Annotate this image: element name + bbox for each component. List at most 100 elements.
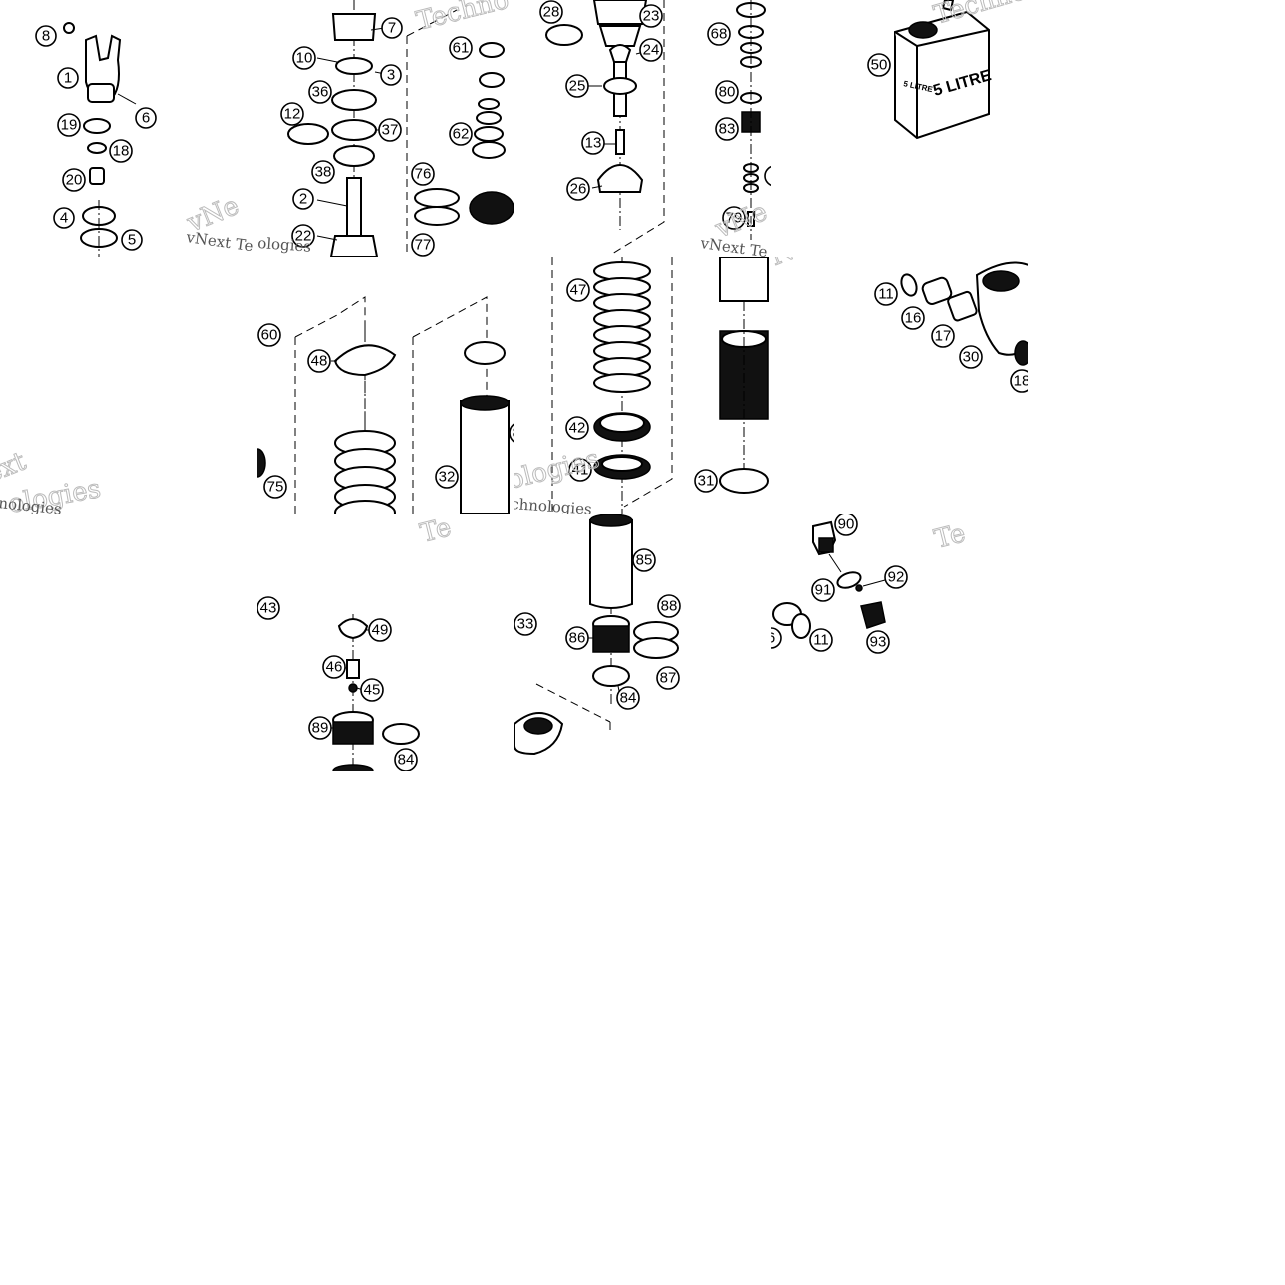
svg-text:Te: Te [417,514,454,549]
svg-text:36: 36 [312,84,329,101]
svg-text:85: 85 [636,552,653,569]
callout-8: 8 [35,25,57,47]
callout-19: 19 [57,113,81,137]
callout-11-lower: 11 [809,628,833,652]
tile-middle-right: 11 16 17 30 18 vNe hnologies [771,257,1028,514]
callout-85: 85 [632,548,656,572]
svg-text:6: 6 [142,110,150,127]
svg-text:31: 31 [698,473,715,490]
svg-text:23: 23 [643,8,660,25]
svg-text:6: 6 [771,630,775,647]
svg-text:68: 68 [711,26,728,43]
svg-text:28: 28 [543,4,560,21]
svg-text:89: 89 [312,720,329,737]
svg-text:ologies: ologies [514,444,602,496]
svg-text:61: 61 [453,40,470,57]
callout-32: 32 [435,465,459,489]
callout-91: 91 [811,578,835,602]
svg-text:11: 11 [813,632,829,649]
tile-middle-center-left: 60 48 75 81 32 [257,257,514,514]
tile-bottom-center-right: 85 88 33 86 87 84 [514,514,771,771]
svg-text:8: 8 [42,28,50,45]
reservoir-tube-drawing: 85 88 33 86 87 84 [514,514,681,756]
svg-text:38: 38 [315,164,332,181]
svg-text:24: 24 [643,42,660,59]
svg-text:84: 84 [398,752,415,769]
callout-87: 87 [656,666,680,690]
svg-text:92: 92 [888,569,905,586]
callout-47: 47 [566,278,590,302]
callout-30: 30 [959,345,983,369]
callout-20: 20 [62,168,86,192]
svg-text:Techno: Techno [413,0,512,37]
callout-93: 93 [866,630,890,654]
svg-text:2: 2 [299,191,307,208]
callout-41: 41 [568,458,592,482]
svg-text:87: 87 [660,670,677,687]
callout-38: 38 [311,160,335,184]
spring-and-body-drawing: 60 48 75 81 32 [257,296,514,514]
callout-89: 89 [308,716,332,740]
svg-text:37: 37 [382,122,399,139]
callout-84: 84 [394,748,418,771]
svg-text:5: 5 [128,232,136,249]
svg-text:81: 81 [513,425,514,442]
callout-4: 4 [53,207,75,229]
svg-text:7: 7 [388,20,396,37]
svg-text:20: 20 [66,172,83,189]
callout-62: 62 [449,122,473,146]
callout-1: 1 [57,67,79,89]
watermark-region: ext ologies nologies [0,446,104,514]
callout-17: 17 [931,324,955,348]
callout-42: 42 [565,416,589,440]
svg-text:chnologies: chnologies [514,495,592,514]
svg-text:vNe: vNe [771,257,813,278]
svg-text:16: 16 [905,310,922,327]
callout-76: 76 [411,162,435,186]
svg-text:50: 50 [871,57,888,74]
svg-text:43: 43 [260,600,277,617]
svg-text:19: 19 [61,117,78,134]
callout-50: 50 [867,53,891,77]
callout-2: 2 [292,188,314,210]
svg-text:83: 83 [719,121,736,138]
svg-text:22: 22 [295,228,312,245]
callout-86: 86 [565,626,589,650]
svg-text:42: 42 [569,420,586,437]
callout-48: 48 [307,349,331,373]
callout-49: 49 [368,618,392,642]
callout-36: 36 [308,80,332,104]
callout-18: 18 [109,139,133,163]
callout-80: 80 [715,80,739,104]
svg-text:nologies: nologies [0,494,63,514]
svg-text:93: 93 [870,634,887,651]
svg-text:1: 1 [64,70,72,87]
svg-text:84: 84 [620,690,637,707]
tile-middle-left: ext ologies nologies [0,257,257,514]
callout-6-lower: 6 [771,627,782,649]
callout-22: 22 [291,224,315,248]
callout-11: 11 [874,282,898,306]
callout-46: 46 [322,655,346,679]
callout-83: 83 [715,117,739,141]
tile-middle-center-right: 47 42 41 31 ologies chnologies [514,257,771,514]
tile-top-right: 5 LITRE 5 LITRE 50 Techno [771,0,1028,257]
callout-43: 43 [257,596,280,620]
svg-text:17: 17 [935,328,952,345]
tile-bottom-right: 90 92 91 6 11 93 Te [771,514,1028,771]
svg-text:13: 13 [585,135,602,152]
tile-top-center-right: 28 23 24 25 13 26 68 80 83 79 8 vNe vNex… [514,0,771,257]
callout-28: 28 [539,0,563,24]
svg-text:10: 10 [296,50,313,67]
callout-31: 31 [694,469,718,493]
svg-text:18: 18 [1014,373,1028,390]
callout-3: 3 [380,64,402,86]
svg-text:11: 11 [878,286,894,303]
callout-26: 26 [566,177,590,201]
svg-text:88: 88 [661,598,678,615]
callout-16: 16 [901,306,925,330]
svg-text:47: 47 [570,282,587,299]
tile-bottom-center-left: 43 49 46 45 89 84 Te [257,514,514,771]
svg-text:76: 76 [415,166,432,183]
